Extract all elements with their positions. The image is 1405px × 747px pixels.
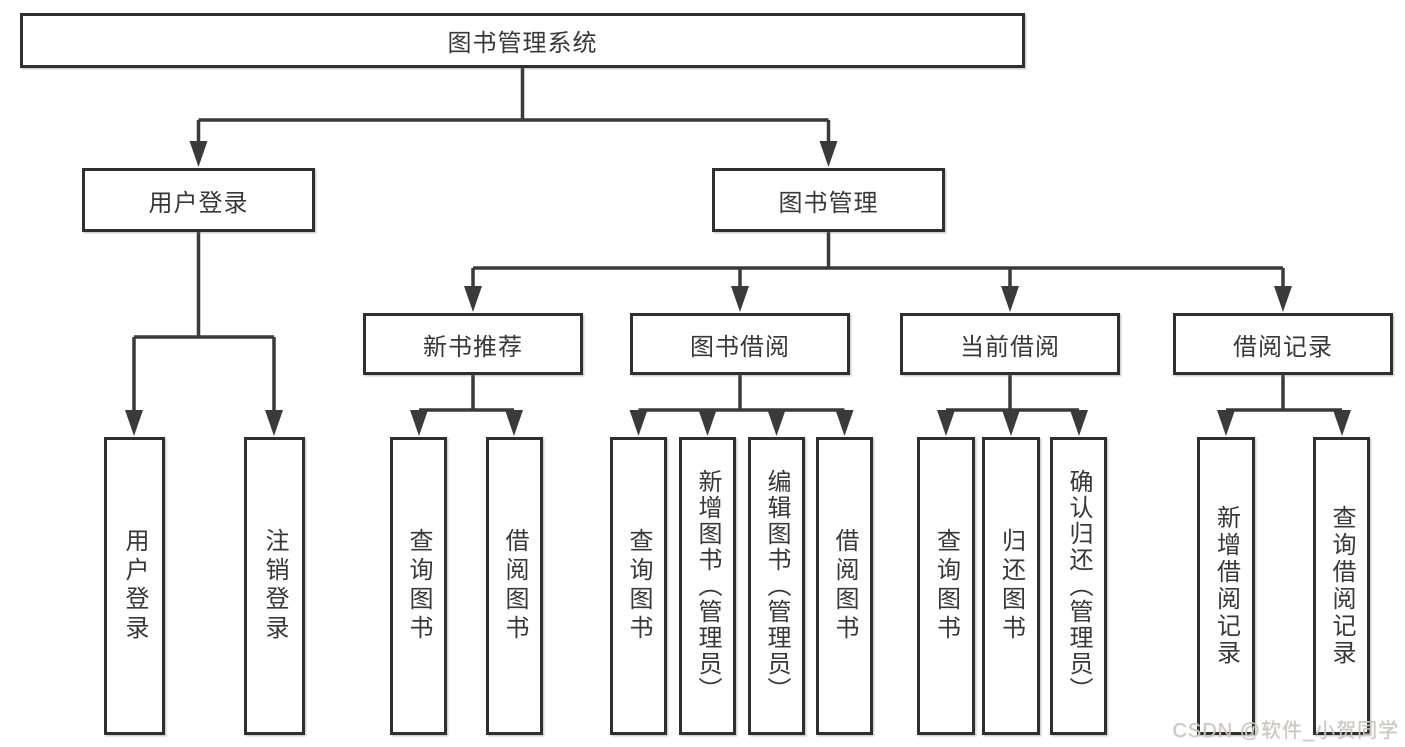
leaf-edit-book-admin: 编辑图书（管理员）	[748, 437, 805, 735]
leaf-add-borrow-record: 新增借阅记录	[1197, 437, 1255, 735]
node-label: 查询借阅记录	[1328, 505, 1355, 667]
node-user-login: 用户登录	[82, 168, 315, 232]
leaf-user-login: 用户登录	[104, 437, 165, 735]
leaf-confirm-return-admin: 确认归还（管理员）	[1050, 437, 1107, 735]
node-current-borrowing: 当前借阅	[900, 313, 1120, 375]
node-label: 确认归还（管理员）	[1065, 469, 1092, 703]
leaf-borrow-books-recommend: 借阅图书	[486, 437, 543, 735]
node-label: 图书管理	[778, 189, 879, 217]
node-label: 查询图书	[625, 528, 652, 644]
node-label: 用户登录	[148, 189, 249, 217]
node-label: 借阅图书	[831, 528, 858, 644]
node-label: 借阅图书	[501, 528, 528, 644]
node-label: 编辑图书（管理员）	[763, 469, 790, 703]
node-label: 图书管理系统	[447, 30, 598, 57]
node-library-management-system: 图书管理系统	[20, 13, 1025, 68]
node-borrowing-records: 借阅记录	[1173, 313, 1393, 375]
node-label: 归还图书	[997, 528, 1025, 644]
leaf-borrow-books-borrowing: 借阅图书	[816, 437, 873, 735]
leaf-query-borrow-record: 查询借阅记录	[1313, 437, 1370, 735]
leaf-logout: 注销登录	[244, 437, 305, 735]
node-label: 查询图书	[405, 528, 432, 644]
node-label: 新增图书（管理员）	[694, 469, 721, 703]
node-label: 借阅记录	[1233, 333, 1333, 361]
leaf-query-books-recommend: 查询图书	[390, 437, 447, 735]
csdn-watermark: CSDN @软件_小贺同学	[1172, 720, 1399, 742]
leaf-return-books: 归还图书	[982, 437, 1040, 735]
node-label: 查询图书	[932, 528, 960, 644]
node-label: 新书推荐	[423, 333, 523, 361]
leaf-query-books-borrowing: 查询图书	[610, 437, 667, 735]
node-book-management: 图书管理	[712, 168, 945, 232]
node-label: 当前借阅	[960, 333, 1060, 361]
leaf-query-books-current: 查询图书	[917, 437, 975, 735]
node-new-book-recommendation: 新书推荐	[363, 313, 583, 375]
leaf-add-book-admin: 新增图书（管理员）	[679, 437, 736, 735]
node-label: 用户登录	[121, 528, 148, 644]
node-label: 图书借阅	[690, 333, 790, 361]
node-label: 注销登录	[261, 528, 288, 644]
node-book-borrowing: 图书借阅	[630, 313, 850, 375]
node-label: 新增借阅记录	[1212, 505, 1240, 667]
